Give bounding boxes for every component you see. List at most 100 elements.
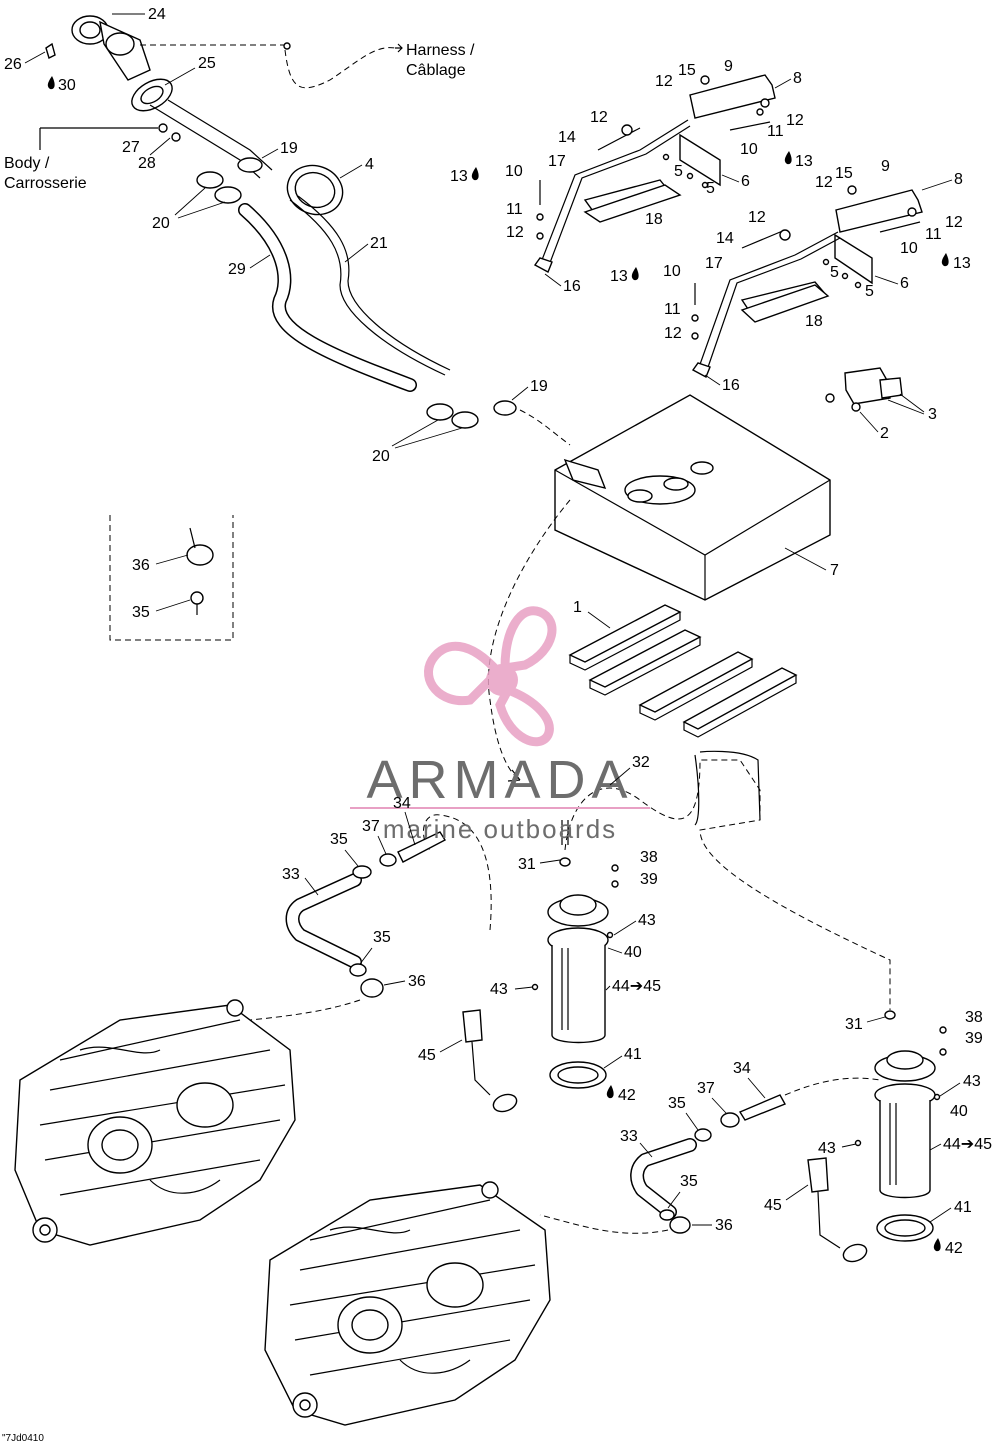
fuel-tank [554,394,831,601]
drop-icon [606,1085,614,1099]
callout-14-a: 14 [558,129,576,146]
callout-37-b: 37 [697,1080,715,1097]
callout-42-a: 42 [618,1087,636,1104]
strap-pad-lower [740,284,830,323]
callout-13-c: 13 [953,255,971,272]
callout-labels: Harness / Câblage Body / Carrosserie "7J… [2,6,992,1444]
propeller-logo-icon [424,606,557,747]
callout-35-b: 35 [373,929,391,946]
strap-pad-upper [583,184,682,223]
callout-5-a: 5 [674,163,683,180]
callout-12-e: 12 [815,174,833,191]
callout-9-b: 9 [881,158,890,175]
label-body: Body / [4,155,50,172]
callout-33-a: 33 [282,866,300,883]
callout-43-a: 43 [638,912,656,929]
callout-11-a: 11 [767,123,784,140]
fuel-pump-left [462,857,619,1113]
callout-20-bottom: 20 [372,448,390,465]
drop-icon [471,167,479,181]
callout-28: 28 [138,155,156,172]
callout-10-b: 10 [505,163,523,180]
callout-32: 32 [632,754,650,771]
callout-37-a: 37 [362,818,380,835]
callout-35-a: 35 [330,831,348,848]
inset-detail-box [109,515,234,641]
engine-upper [14,999,296,1246]
callout-5-c: 5 [830,264,839,281]
watermark-brand: ARMADA [366,750,633,810]
fuel-pump-right [807,1010,947,1263]
callout-21: 21 [370,235,388,252]
callout-13-b: 13 [450,168,468,185]
callout-45-a: 45 [418,1047,436,1064]
drop-icon [47,76,55,90]
callout-7: 7 [830,562,839,579]
drop-icon [933,1238,941,1252]
callout-36-b: 36 [715,1217,733,1234]
label-harness: Harness / [406,42,475,59]
callout-17-b: 17 [705,255,723,272]
callout-20-top: 20 [152,215,170,232]
callout-39-a: 39 [640,871,658,888]
callout-8-b: 8 [954,171,963,188]
callout-17-a: 17 [548,153,566,170]
callout-43-d: 43 [818,1140,836,1157]
callout-19-bottom: 19 [530,378,548,395]
callout-8-a: 8 [793,70,802,87]
callout-43-c: 43 [963,1073,981,1090]
callout-11-d: 11 [664,301,681,318]
callout-12-f: 12 [945,214,963,231]
callout-12-c: 12 [590,109,608,126]
callout-42-b: 42 [945,1240,963,1257]
callout-14-b: 14 [716,230,734,247]
callout-35-d: 35 [680,1173,698,1190]
callout-24: 24 [148,6,166,23]
callout-5-b: 5 [706,180,715,197]
filler-neck-assembly [39,15,571,446]
callout-40-b: 40 [950,1103,968,1120]
footer-code: "7Jd0410 [2,1433,44,1444]
engine-lower [264,1181,551,1426]
callout-4: 4 [365,156,374,173]
callout-11-c: 11 [925,226,942,243]
callout-11-b: 11 [506,201,523,218]
callout-44-45-a: 44➔45 [612,978,661,995]
callout-12-b: 12 [786,112,804,129]
callout-1: 1 [573,599,582,616]
callout-12-h: 12 [664,325,682,342]
callout-34-a: 34 [393,795,411,812]
callout-35-c: 35 [668,1095,686,1112]
callout-3: 3 [928,406,937,423]
watermark-tagline: marine outboards [383,814,617,844]
callout-36-a: 36 [408,973,426,990]
callout-12-a: 12 [655,73,673,90]
callout-29: 29 [228,261,246,278]
drop-icon [941,253,949,267]
callout-31-a: 31 [518,856,536,873]
callout-6-a: 6 [741,173,750,190]
drop-icon [784,151,792,165]
callout-2: 2 [880,425,889,442]
callout-25: 25 [198,55,216,72]
callout-15-a: 15 [678,62,696,79]
armada-watermark: ARMADA marine outboards [350,606,650,844]
callout-12-g: 12 [748,209,766,226]
callout-15-b: 15 [835,165,853,182]
callout-38-b: 38 [965,1009,983,1026]
drop-icon [631,267,639,281]
callout-13-a: 13 [795,153,813,170]
callout-41-a: 41 [624,1046,642,1063]
callout-16-b: 16 [722,377,740,394]
callout-38-a: 38 [640,849,658,866]
callout-41-b: 41 [954,1199,972,1216]
callout-6-b: 6 [900,275,909,292]
callout-31-b: 31 [845,1016,863,1033]
callout-5-d: 5 [865,283,874,300]
callout-44-45-b: 44➔45 [943,1136,992,1153]
callout-10-d: 10 [663,263,681,280]
callout-16-a: 16 [563,278,581,295]
callout-39-b: 39 [965,1030,983,1047]
callout-45-b: 45 [764,1197,782,1214]
